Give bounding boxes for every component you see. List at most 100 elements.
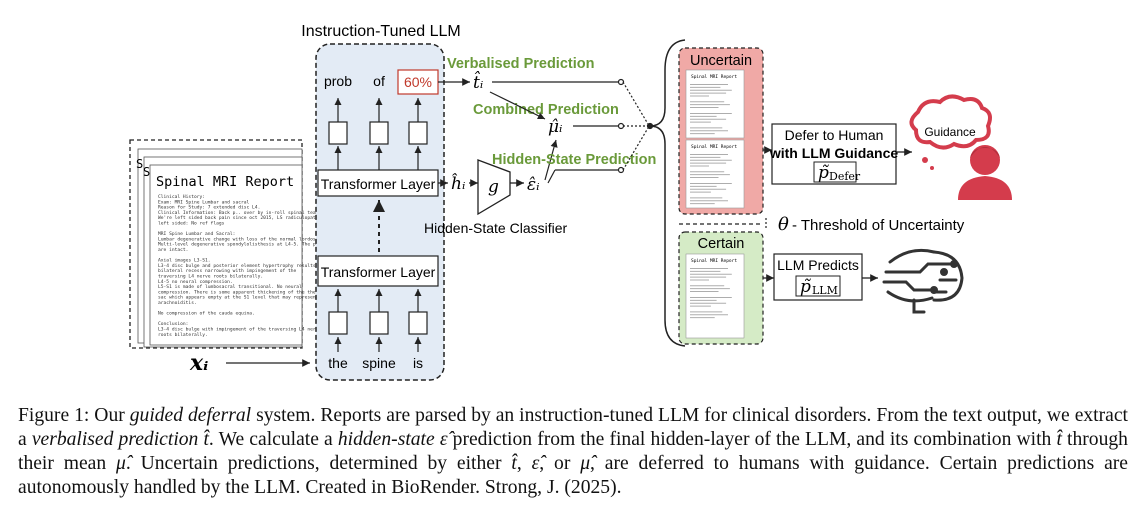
mini-report-line [690, 314, 728, 316]
mini-report-line [690, 89, 732, 91]
mini-report-line [690, 84, 728, 85]
caption-math: ε̂ [531, 453, 540, 474]
hidden-h-symbol: ĥᵢ [451, 173, 465, 194]
mini-report-line [690, 92, 727, 94]
hidden-state-prediction-label: Hidden-State Prediction [492, 152, 656, 168]
mini-report-line [690, 276, 727, 278]
combined-prediction-label: Combined Prediction [473, 102, 619, 118]
mini-report-line [690, 174, 730, 176]
report-line: are intact. [158, 247, 188, 253]
transformer-layer-top-label: Transformer Layer [321, 176, 436, 192]
token-box [328, 311, 348, 335]
mini-report-line [690, 101, 725, 103]
svg-text:Spinal MRI Report: Spinal MRI Report [691, 258, 737, 264]
mini-report-line [690, 95, 709, 97]
mini-report-line [690, 121, 711, 123]
token-box [369, 121, 389, 145]
report-line: Lumbar degenerative change with loss of … [158, 236, 324, 242]
report-line: No compression of the cauda equina. [158, 311, 255, 317]
input-token: is [413, 355, 423, 371]
report-stack-letter: S [143, 165, 150, 179]
input-token: spine [362, 355, 396, 371]
mini-report-line [690, 133, 715, 135]
mini-report-line [690, 299, 717, 301]
mini-report-line [690, 115, 717, 117]
report-line: roots bilaterally. [158, 332, 208, 338]
caption-math: μ̂ [116, 453, 126, 474]
mini-report-line [690, 130, 728, 132]
report-line: Exam: MRI Spine Lumbar and sacral [158, 199, 250, 205]
output-token: of [373, 73, 385, 89]
mini-report-line [690, 154, 728, 155]
circuit-brain-icon [882, 248, 964, 314]
hidden-state-classifier [477, 159, 511, 216]
mini-report-line [690, 279, 709, 281]
mini-report-line [690, 183, 732, 184]
mini-report-line [690, 203, 715, 205]
mini-report-line [690, 311, 723, 313]
mini-report-line [690, 291, 719, 292]
caption-text: , [516, 453, 532, 474]
mini-report-line [690, 285, 725, 287]
defer-math: p̃ [818, 163, 829, 183]
report-line: Conclusion: [158, 321, 188, 327]
caption-math: t̂ [203, 429, 209, 450]
transformer-layer-bottom-label: Transformer Layer [321, 264, 436, 280]
report-line: Multi-level degenerative spondylolisthes… [158, 242, 324, 248]
mini-report-line [690, 191, 711, 193]
caption-text: prediction from the final hidden-layer o… [447, 429, 1057, 450]
hidden-eps-symbol: ε̂ᵢ [527, 175, 540, 195]
mini-report-line [690, 268, 728, 269]
report-line: We're left sided back pain since oct 201… [158, 215, 321, 221]
mini-report-line [690, 113, 732, 114]
input-token: the [328, 355, 348, 371]
certain-label: Certain [698, 236, 745, 252]
mini-report-line [690, 104, 730, 106]
uncertain-report-1: Spinal MRI Report [685, 69, 745, 139]
caption-text: . Uncertain predictions, determined by e… [125, 453, 512, 474]
mini-report-line [690, 297, 732, 298]
caption-guided-deferral: guided deferral [129, 405, 252, 426]
output-token: prob [324, 73, 352, 89]
report-line: Clinical Information: Back p.. over by i… [158, 210, 321, 216]
token-box [369, 311, 389, 335]
token-box [408, 121, 428, 145]
token-box [328, 121, 348, 145]
mini-report-line [690, 200, 728, 202]
mini-report-line [690, 177, 719, 178]
defer-sub: Defer [829, 170, 861, 183]
verbalised-t-symbol: t̂ᵢ [473, 71, 483, 93]
mini-report-line [690, 270, 721, 272]
mini-report-line [690, 162, 727, 164]
caption-text: , are deferred to humans with guidance. … [18, 453, 1128, 498]
report-line: L5-S1 is made of lumbosacral transitiona… [158, 284, 302, 290]
classifier-label: Hidden-State Classifier [424, 220, 568, 236]
caption-math: ε̂ [439, 429, 448, 450]
combined-mu-symbol: μ̂ᵢ [548, 117, 562, 137]
mini-report-line [690, 107, 719, 108]
uncertain-label: Uncertain [690, 53, 752, 69]
llm-title: Instruction-Tuned LLM [301, 23, 460, 40]
report-body: Clinical History:Exam: MRI Spine Lumbar … [158, 194, 324, 338]
report-line: traversing L4 nerve roots bilaterally. [158, 274, 263, 280]
svg-text:Spinal MRI Report: Spinal MRI Report [691, 144, 737, 150]
token-box [408, 311, 428, 335]
mini-report-line [690, 273, 732, 275]
caption-math: t̂ [511, 453, 517, 474]
llm-predicts-label: LLM Predicts [777, 257, 859, 273]
report-stack-letter: S [136, 157, 143, 171]
report-line: left sided: No ref flags [158, 221, 225, 227]
threshold-symbol: θ [778, 214, 789, 235]
mini-report-line [690, 118, 727, 120]
certain-report: Spinal MRI Report [685, 253, 745, 339]
report-line: Reason for Study: 7 extended disc L4. [158, 205, 260, 211]
mini-report-line [690, 165, 709, 167]
mini-report-line [690, 197, 723, 199]
switch-network [492, 78, 654, 184]
guidance-label: Guidance [924, 125, 976, 139]
routing-bracket [649, 39, 686, 347]
mini-report-line [690, 185, 717, 187]
defer-line1: Defer to Human [785, 127, 884, 143]
mini-report-line [690, 171, 725, 173]
llm-sub: LLM [812, 284, 838, 297]
